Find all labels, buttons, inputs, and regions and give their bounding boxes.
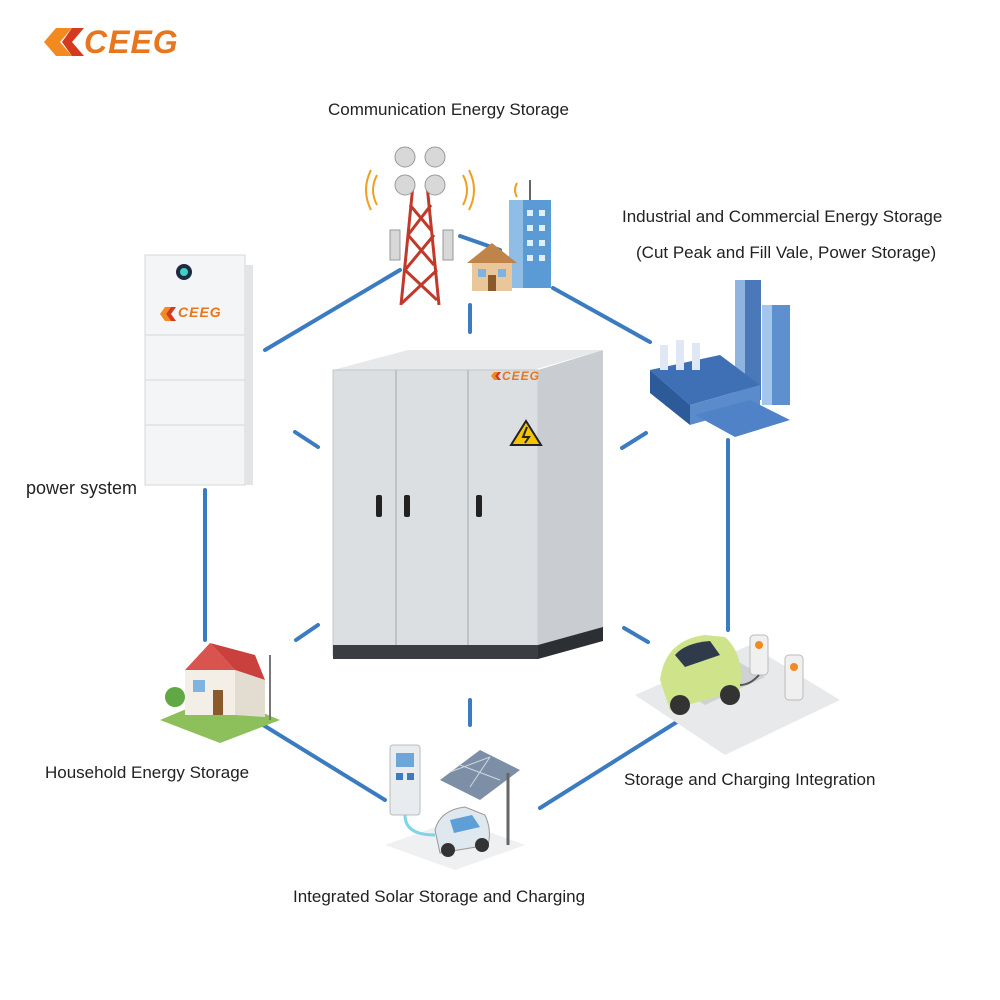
home-battery-icon: CEEG	[140, 250, 255, 490]
ceeg-logo-chevrons-icon	[44, 28, 84, 56]
electric-car-charging-icon	[630, 615, 845, 760]
solar-carport-icon	[380, 735, 530, 875]
label-industrial-line1: Industrial and Commercial Energy Storage	[622, 207, 943, 226]
label-communication: Communication Energy Storage	[328, 100, 569, 119]
home-battery-brand: CEEG	[178, 304, 222, 320]
label-industrial-line2: (Cut Peak and Fill Vale, Power Storage)	[636, 243, 937, 262]
ceeg-logo: CEEG	[38, 20, 178, 60]
industrial-park-icon	[640, 275, 800, 440]
label-solar: Integrated Solar Storage and Charging	[293, 887, 586, 906]
office-building-icon	[495, 175, 555, 290]
ceeg-logo-text: CEEG	[84, 24, 179, 60]
label-power-system: power system	[26, 478, 138, 498]
house-icon	[462, 235, 522, 295]
warning-high-voltage-icon	[509, 419, 543, 446]
label-household: Household Energy Storage	[45, 763, 250, 782]
communication-tower-icon	[365, 135, 475, 310]
label-storage-charging: Storage and Charging Integration	[624, 770, 876, 789]
energy-storage-cabinet-icon: CEEG	[328, 345, 618, 675]
house-icon	[155, 635, 285, 745]
cabinet-brand: CEEG	[502, 369, 541, 383]
